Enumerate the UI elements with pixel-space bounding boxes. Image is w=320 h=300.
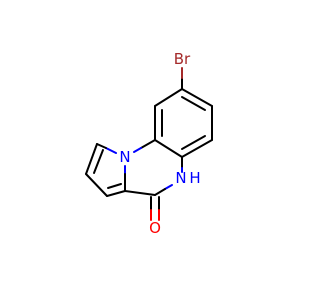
- molecule-drawing: Br N N H O: [85, 50, 213, 237]
- bond-c1-c2-inner: [93, 149, 104, 174]
- atom-n-ring-label: N: [119, 148, 130, 166]
- bond-c3-c3a: [106, 190, 126, 197]
- bond-c7-c8: [181, 88, 213, 107]
- bond-c9a-n-carbon-half: [140, 139, 156, 149]
- bond-c2-c3: [85, 173, 108, 197]
- bond-nh-c4-carbon-half: [154, 188, 166, 196]
- bond-c8-c9: [154, 88, 183, 107]
- structure-canvas: Br N N H O: [85, 50, 213, 237]
- bond-n-c1-nitrogen-half: [105, 147, 117, 154]
- atom-br-label: Br: [174, 50, 191, 68]
- bond-c3-c3a-inner: [107, 183, 122, 189]
- bond-n-c1-carbon-half: [96, 143, 107, 149]
- bond-c1-c2: [85, 143, 98, 175]
- atom-nh-n-label: N: [175, 169, 186, 187]
- bond-c4-c3a: [124, 190, 156, 196]
- bond-c9a-c5a: [154, 139, 183, 158]
- bond-nh-c4-nitrogen-half: [164, 184, 173, 190]
- bond-c5a-c6-inner: [181, 135, 206, 150]
- bond-c5a-c6: [181, 139, 213, 158]
- atom-o-label: O: [149, 219, 161, 237]
- bond-c7-c8-inner: [181, 96, 206, 111]
- atom-nh-h-label: H: [189, 169, 200, 187]
- bond-c9a-n-nitrogen-half: [133, 147, 142, 153]
